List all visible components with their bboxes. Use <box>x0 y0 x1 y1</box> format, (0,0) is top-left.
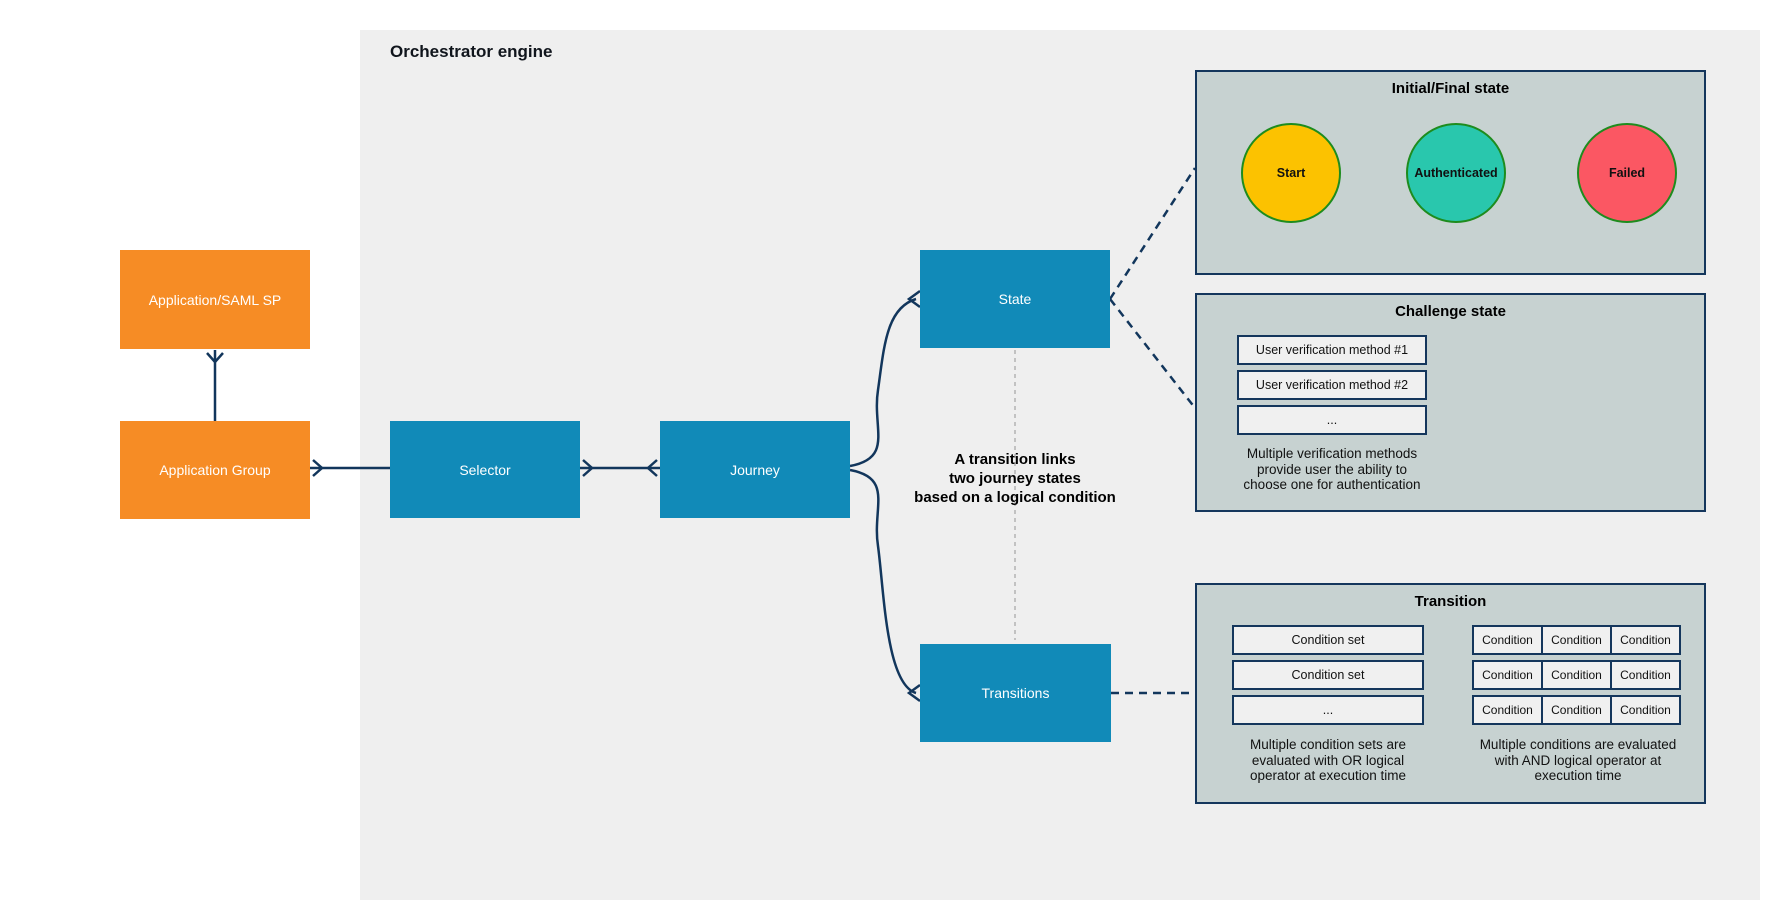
annotation-line: based on a logical condition <box>914 489 1116 506</box>
state-circle-failed: Failed <box>1577 123 1677 223</box>
condition-box: Condition <box>1541 625 1612 655</box>
condition-set-box: Condition set <box>1232 625 1424 655</box>
or-caption: Multiple condition sets are evaluated wi… <box>1208 737 1448 784</box>
condition-row: Condition Condition Condition <box>1472 695 1685 725</box>
condition-box: Condition <box>1610 695 1681 725</box>
condition-box: Condition <box>1472 625 1543 655</box>
annotation-line: A transition links <box>954 451 1076 468</box>
state-circle-start: Start <box>1241 123 1341 223</box>
node-label: Selector <box>459 461 511 478</box>
circle-label: Start <box>1276 166 1306 180</box>
condition-box: Condition <box>1541 660 1612 690</box>
condition-row: Condition Condition Condition <box>1472 625 1685 655</box>
verification-method-box: User verification method #1 <box>1237 335 1427 365</box>
condition-box: Condition <box>1541 695 1612 725</box>
caption-line: operator at execution time <box>1249 768 1407 783</box>
condition-box: Condition <box>1472 660 1543 690</box>
verification-method-box: User verification method #2 <box>1237 370 1427 400</box>
panel-transition: Transition Condition set Condition set .… <box>1195 583 1706 804</box>
annotation-line: two journey states <box>949 470 1081 487</box>
caption-line: execution time <box>1534 768 1622 783</box>
node-transitions: Transitions <box>920 644 1111 742</box>
condition-box: Condition <box>1472 695 1543 725</box>
caption-line: Multiple conditions are evaluated <box>1479 737 1677 752</box>
state-circle-authenticated: Authenticated <box>1406 123 1506 223</box>
node-label: Journey <box>730 461 780 478</box>
caption-line: with AND logical operator at <box>1494 752 1662 768</box>
circle-label: Failed <box>1608 166 1646 180</box>
condition-set-box: Condition set <box>1232 660 1424 690</box>
node-application-group: Application Group <box>120 421 310 519</box>
node-label: Transitions <box>981 685 1050 701</box>
transition-annotation: A transition links two journey states ba… <box>895 450 1135 507</box>
node-application-saml-sp: Application/SAML SP <box>120 250 310 349</box>
page-title: Orchestrator engine <box>390 42 553 61</box>
verification-method-box: ... <box>1237 405 1427 435</box>
node-label: Application Group <box>159 462 271 478</box>
panel-title: Initial/Final state <box>1391 80 1510 97</box>
circle-label: Authenticated <box>1414 166 1498 180</box>
condition-box: Condition <box>1610 625 1681 655</box>
panel-title: Challenge state <box>1395 303 1506 320</box>
condition-set-box: ... <box>1232 695 1424 725</box>
caption-line: evaluated with OR logical <box>1251 752 1405 768</box>
node-label: Application/SAML SP <box>148 291 282 308</box>
caption-line: Multiple condition sets are <box>1249 737 1407 752</box>
node-state: State <box>920 250 1110 348</box>
caption-line: Multiple verification methods <box>1246 446 1418 461</box>
arrowhead-right-icon <box>312 459 324 477</box>
challenge-caption: Multiple verification methods provide us… <box>1212 446 1452 493</box>
node-selector: Selector <box>390 421 580 518</box>
panel-initial-final-state: Initial/Final state Start Authenticated … <box>1195 70 1706 275</box>
condition-box: Condition <box>1610 660 1681 690</box>
node-label: State <box>998 291 1032 307</box>
arrowhead-down-icon <box>206 352 224 364</box>
panel-title: Transition <box>1414 593 1487 610</box>
node-journey: Journey <box>660 421 850 518</box>
condition-row: Condition Condition Condition <box>1472 660 1685 690</box>
and-caption: Multiple conditions are evaluated with A… <box>1458 737 1698 784</box>
caption-line: choose one for authentication <box>1243 477 1421 492</box>
panel-challenge-state: Challenge state User verification method… <box>1195 293 1706 512</box>
caption-line: provide user the ability to <box>1256 461 1408 477</box>
